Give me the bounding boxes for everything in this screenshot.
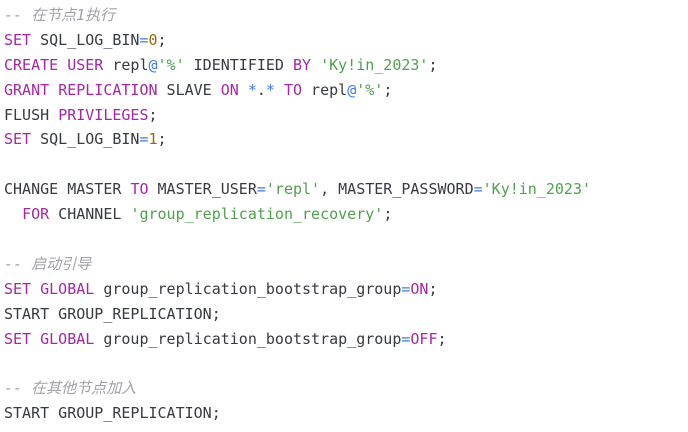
token-plain: ;: [383, 80, 393, 99]
token-plain: ;: [157, 130, 167, 149]
token-plain: SLAVE: [157, 80, 221, 99]
token-plain: .: [256, 80, 266, 99]
code-line: CREATE USER repl@'%' IDENTIFIED BY 'Ky!i…: [4, 53, 688, 78]
token-plain: MASTER_USER: [148, 180, 257, 199]
token-string: 'Ky!in_2023': [482, 180, 592, 199]
token-keyword: SET: [4, 329, 32, 348]
token-plain: ;: [428, 55, 438, 74]
code-line: -- 启动引导: [4, 252, 688, 277]
token-operator: @: [347, 80, 357, 99]
code-line-blank: [4, 152, 688, 177]
token-plain: group_replication_bootstrap_group: [94, 329, 402, 348]
token-operator: =: [256, 180, 266, 199]
token-string: 'repl': [265, 180, 321, 199]
code-line: -- 在节点1执行: [4, 3, 688, 28]
token-number: 1: [148, 130, 158, 149]
token-keyword: GLOBAL: [40, 279, 95, 298]
token-keyword: TO: [283, 80, 303, 99]
code-line: START GROUP_REPLICATION;: [4, 302, 688, 327]
token-plain: [311, 56, 320, 74]
token-keyword: ON: [220, 80, 239, 99]
token-keyword: GLOBAL: [40, 329, 95, 348]
token-literal: OFF: [410, 329, 438, 348]
code-line-blank: [4, 351, 688, 376]
token-literal: ON: [410, 279, 429, 298]
token-string: '%': [157, 55, 185, 74]
token-keyword: USER: [67, 55, 104, 74]
token-keyword: SET: [4, 130, 32, 149]
token-keyword: CREATE: [4, 55, 59, 74]
token-keyword: SET: [4, 30, 32, 49]
token-keyword: PRIVILEGES: [58, 105, 149, 124]
token-string: 'Ky!in_2023': [320, 55, 429, 74]
token-plain: ;: [383, 205, 393, 224]
token-plain: START GROUP_REPLICATION;: [4, 404, 221, 423]
code-line: SET SQL_LOG_BIN=0;: [4, 28, 688, 53]
token-string: 'group_replication_recovery': [130, 205, 384, 224]
code-line: FLUSH PRIVILEGES;: [4, 103, 688, 128]
token-number: 0: [148, 30, 158, 49]
token-plain: repl: [103, 55, 149, 74]
code-line: CHANGE MASTER TO MASTER_USER='repl', MAS…: [4, 177, 688, 202]
code-line: SET GLOBAL group_replication_bootstrap_g…: [4, 277, 688, 302]
token-plain: CHANGE MASTER: [4, 180, 131, 199]
token-operator: *: [265, 80, 275, 99]
token-keyword: GRANT: [4, 80, 50, 99]
token-operator: =: [401, 329, 411, 348]
token-plain: ;: [428, 279, 438, 298]
token-keyword: BY: [293, 55, 312, 74]
token-plain: SQL_LOG_BIN: [31, 30, 140, 49]
code-line-blank: [4, 227, 688, 252]
token-keyword: SET: [4, 279, 32, 298]
token-plain: [49, 81, 58, 99]
code-line: GRANT REPLICATION SLAVE ON *.* TO repl@'…: [4, 78, 688, 103]
token-plain: group_replication_bootstrap_group: [94, 279, 402, 298]
token-keyword: FOR: [22, 205, 50, 224]
token-keyword: TO: [130, 180, 149, 199]
token-plain: IDENTIFIED: [184, 55, 293, 74]
token-plain: repl: [302, 80, 348, 99]
token-comment: -- 在其他节点加入: [4, 379, 137, 398]
code-line: -- 在其他节点加入: [4, 376, 688, 401]
token-plain: ;: [437, 329, 447, 348]
code-line: FOR CHANNEL 'group_replication_recovery'…: [4, 202, 688, 227]
token-operator: =: [139, 30, 149, 49]
token-plain: CHANNEL: [49, 205, 131, 224]
token-comment: -- 在节点1执行: [4, 6, 116, 24]
token-plain: START GROUP_REPLICATION;: [4, 304, 221, 323]
token-plain: ;: [157, 30, 167, 49]
token-operator: =: [401, 279, 411, 298]
token-plain: ;: [148, 105, 158, 124]
token-string: '%': [356, 80, 384, 99]
token-plain: SQL_LOG_BIN: [31, 130, 140, 149]
token-plain: [31, 330, 40, 348]
code-line: SET SQL_LOG_BIN=1;: [4, 127, 688, 152]
token-plain: [4, 205, 22, 223]
token-keyword: REPLICATION: [58, 80, 158, 99]
code-line: SET GLOBAL group_replication_bootstrap_g…: [4, 327, 688, 352]
token-operator: =: [473, 180, 483, 199]
token-plain: , MASTER_PASSWORD: [320, 180, 474, 199]
token-plain: FLUSH: [4, 105, 59, 124]
token-plain: [58, 56, 67, 74]
token-plain: [275, 81, 284, 99]
code-line: START GROUP_REPLICATION;: [4, 401, 688, 426]
token-operator: *: [247, 80, 257, 99]
token-plain: [31, 280, 40, 298]
token-comment: -- 启动引导: [4, 254, 92, 273]
token-operator: =: [139, 130, 149, 149]
token-plain: [239, 81, 248, 99]
token-operator: @: [148, 55, 158, 74]
